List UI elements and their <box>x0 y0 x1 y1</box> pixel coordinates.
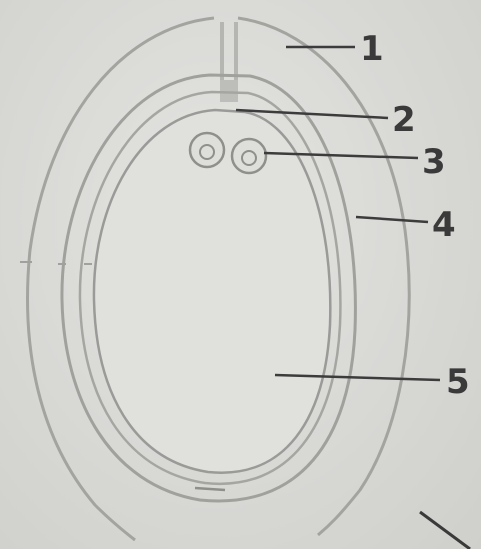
label-3: 3 <box>422 145 446 179</box>
corner-edge <box>420 512 470 549</box>
micropyle-plug <box>220 80 238 102</box>
synergid-cell-left <box>190 133 224 167</box>
leader-line-4 <box>356 217 428 222</box>
label-1: 1 <box>360 32 384 66</box>
synergid-cell-right <box>232 139 266 173</box>
label-5: 5 <box>446 365 470 399</box>
label-2: 2 <box>392 103 416 137</box>
label-4: 4 <box>432 208 456 242</box>
chalaza-mark <box>195 488 225 490</box>
